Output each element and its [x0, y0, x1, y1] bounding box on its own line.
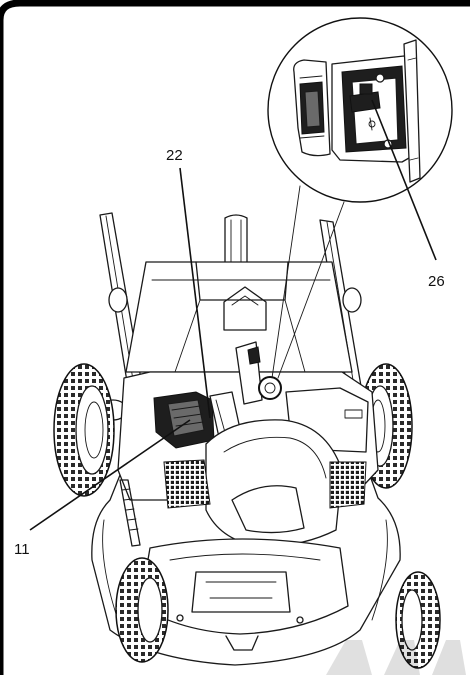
inset-connector-lines: [271, 185, 345, 379]
leader-lines: [29, 167, 211, 531]
front-left-wheel: [115, 557, 169, 663]
safety-key-circle: [258, 376, 282, 400]
watermark-shapes: [326, 640, 466, 675]
side-spring: [119, 479, 141, 547]
grass-bag: [125, 261, 353, 373]
detail-inset: [267, 17, 453, 261]
front-right-wheel: [395, 571, 441, 669]
motor-cover: [163, 419, 367, 547]
callout-22: 22: [166, 147, 183, 164]
callout-11: 11: [14, 541, 30, 558]
front-bumper: [139, 538, 349, 651]
callout-26: 26: [428, 273, 445, 290]
rear-left-wheel: [53, 363, 115, 497]
